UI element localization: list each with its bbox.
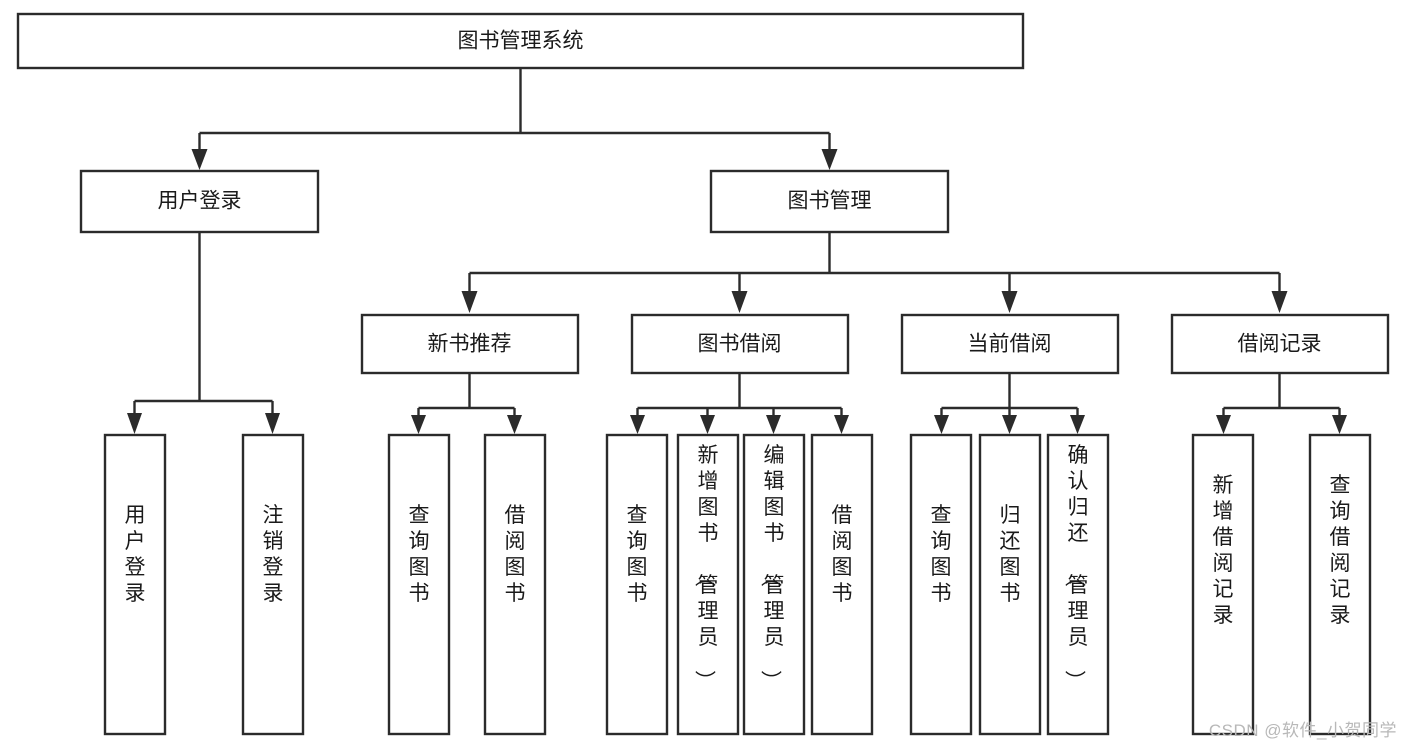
leaf-label-add-book: 新增图书（管理员） (693, 444, 719, 691)
leaf-box-confirm-return[interactable] (1046, 433, 1110, 736)
node-borrow-record[interactable]: 借阅记录 (1170, 313, 1390, 375)
arrow-head-leaf-add-book (700, 415, 715, 434)
connectors-new-book-to-leaves (411, 373, 522, 434)
leaf-node-borrow-book[interactable]: 借阅图书 (810, 433, 874, 736)
node-new-book-recommend[interactable]: 新书推荐 (360, 313, 580, 375)
leaf-box-query-book-borrow[interactable] (605, 433, 669, 736)
arrow-head-leaf-return-book (1002, 415, 1017, 434)
node-box-book-borrow[interactable] (630, 313, 850, 375)
node-label-new-book-recommend: 新书推荐 (428, 333, 512, 356)
leaf-node-query-borrow-record[interactable]: 查询借阅记录 (1308, 433, 1372, 736)
connectors-root-to-level2 (191, 68, 838, 170)
leaf-box-return-book[interactable] (978, 433, 1042, 736)
connectors-current-borrow-to-leaves (934, 373, 1085, 434)
leaf-box-query-borrow-record[interactable] (1308, 433, 1372, 736)
leaf-label-confirm-return: 确认归还（管理员） (1063, 444, 1089, 691)
node-root-book-management-system[interactable]: 图书管理系统 (16, 12, 1025, 70)
node-box-user-login[interactable] (79, 169, 320, 234)
leaf-box-edit-book[interactable] (742, 433, 806, 736)
leaf-box-borrow-book-newbook[interactable] (483, 433, 547, 736)
arrow-head-leaf-query-book-a (411, 415, 426, 434)
node-book-management[interactable]: 图书管理 (709, 169, 950, 234)
node-label-root: 图书管理系统 (458, 30, 584, 53)
leaf-box-query-book-current[interactable] (909, 433, 973, 736)
leaf-node-add-book[interactable]: 新增图书（管理员） (676, 433, 740, 736)
leaf-box-user-login[interactable] (103, 433, 167, 736)
arrow-head-leaf-logout (265, 413, 280, 434)
arrow-head-leaf-confirm-return (1070, 415, 1085, 434)
node-box-new-book-recommend[interactable] (360, 313, 580, 375)
node-label-user-login: 用户登录 (158, 190, 242, 213)
leaf-box-add-book[interactable] (676, 433, 740, 736)
leaf-label-edit-book: 编辑图书（管理员） (759, 444, 785, 691)
leaf-label-logout: 注销登录 (263, 504, 284, 605)
leaf-node-query-book-newbook[interactable]: 查询图书 (387, 433, 451, 736)
leaf-box-query-book-newbook[interactable] (387, 433, 451, 736)
leaf-node-confirm-return[interactable]: 确认归还（管理员） (1046, 433, 1110, 736)
arrow-head-book-borrow (731, 291, 748, 313)
arrow-head-book-manage (821, 149, 838, 170)
leaf-label-user-login: 用户登录 (125, 504, 146, 605)
arrow-head-borrow-record (1271, 291, 1288, 313)
node-box-current-borrow[interactable] (900, 313, 1120, 375)
node-label-current-borrow: 当前借阅 (968, 333, 1052, 356)
connectors-level2-to-level3 (461, 232, 1288, 313)
arrow-head-leaf-borrow-book-b (834, 415, 849, 434)
arrow-head-leaf-edit-book (766, 415, 781, 434)
leaf-node-edit-book[interactable]: 编辑图书（管理员） (742, 433, 806, 736)
arrow-head-leaf-query-record (1332, 415, 1347, 434)
leaf-node-user-login[interactable]: 用户登录 (103, 433, 167, 736)
leaf-box-logout[interactable] (241, 433, 305, 736)
connectors-borrow-record-to-leaves (1216, 373, 1347, 434)
leaf-label-query-book-current: 查询图书 (931, 504, 952, 605)
leaf-box-add-borrow-record[interactable] (1191, 433, 1255, 736)
node-book-borrow[interactable]: 图书借阅 (630, 313, 850, 375)
leaf-node-query-book-current[interactable]: 查询图书 (909, 433, 973, 736)
leaf-label-borrow-book: 借阅图书 (832, 504, 853, 605)
leaf-node-query-book-borrow[interactable]: 查询图书 (605, 433, 669, 736)
leaf-label-return-book: 归还图书 (1000, 504, 1021, 605)
leaf-node-borrow-book-newbook[interactable]: 借阅图书 (483, 433, 547, 736)
node-box-borrow-record[interactable] (1170, 313, 1390, 375)
leaf-label-query-book-newbook: 查询图书 (409, 504, 430, 605)
arrow-head-new-book (461, 291, 478, 313)
leaf-label-query-book-borrow: 查询图书 (627, 504, 648, 605)
arrow-head-leaf-user-login (127, 413, 142, 434)
node-box-root[interactable] (16, 12, 1025, 70)
leaf-label-query-borrow-record: 查询借阅记录 (1330, 474, 1351, 627)
arrow-head-user-login (191, 149, 208, 170)
leaf-box-borrow-book[interactable] (810, 433, 874, 736)
node-user-login[interactable]: 用户登录 (79, 169, 320, 234)
node-label-book-management: 图书管理 (788, 190, 872, 213)
connectors-book-borrow-to-leaves (630, 373, 849, 434)
leaf-label-add-borrow-record: 新增借阅记录 (1213, 474, 1234, 627)
arrow-head-current-borrow (1001, 291, 1018, 313)
node-box-book-management[interactable] (709, 169, 950, 234)
arrow-head-leaf-query-book-b (630, 415, 645, 434)
arrow-head-leaf-add-record (1216, 415, 1231, 434)
node-label-borrow-record: 借阅记录 (1238, 333, 1322, 356)
leaf-node-logout[interactable]: 注销登录 (241, 433, 305, 736)
connectors-user-login-to-leaves (127, 232, 280, 434)
arrow-head-leaf-borrow-book-a (507, 415, 522, 434)
leaf-label-borrow-book-newbook: 借阅图书 (505, 504, 526, 605)
leaf-node-return-book[interactable]: 归还图书 (978, 433, 1042, 736)
node-current-borrow[interactable]: 当前借阅 (900, 313, 1120, 375)
node-label-book-borrow: 图书借阅 (698, 333, 782, 356)
leaf-node-add-borrow-record[interactable]: 新增借阅记录 (1191, 433, 1255, 736)
arrow-head-leaf-query-book-c (934, 415, 949, 434)
